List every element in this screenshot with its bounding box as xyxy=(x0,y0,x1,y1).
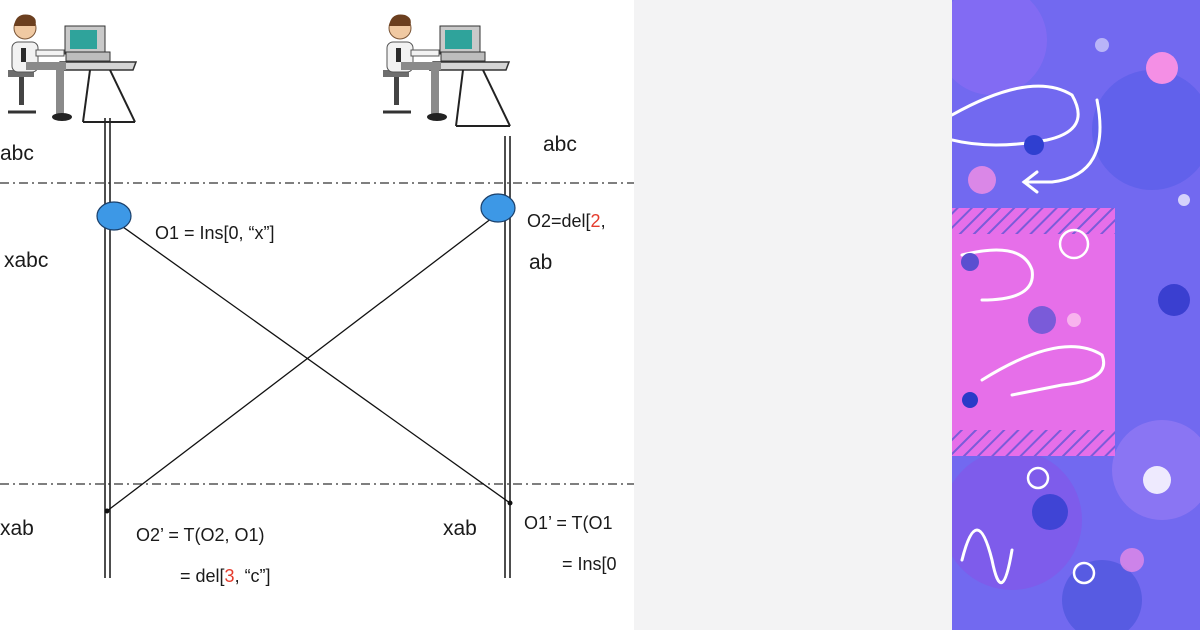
artwork-dots xyxy=(961,38,1190,572)
artwork-blobs xyxy=(952,0,1200,630)
op2-label: O2=del[2, xyxy=(527,211,606,231)
ot-diagram: abc abc xabc ab O1 = Ins[0, “x”] O2=del[… xyxy=(0,14,634,586)
op1-propagation-arrow xyxy=(115,221,511,504)
transformed-op1-line1: O1’ = T(O1 xyxy=(524,513,613,533)
op1-event-marker xyxy=(96,201,132,231)
left-final-state-label: xab xyxy=(0,517,34,540)
left-user-workstation-illustration xyxy=(8,14,138,123)
diagram-lines xyxy=(0,14,634,578)
transformed-op2-highlight-value: 3 xyxy=(224,566,235,586)
op1-arrival-dot xyxy=(507,500,513,506)
artwork-canvas xyxy=(952,0,1200,630)
right-initial-state-label: abc xyxy=(543,133,577,156)
left-after-local-label: xabc xyxy=(4,249,49,272)
abstract-artwork xyxy=(952,0,1200,630)
transformed-op2-line1: O2’ = T(O2, O1) xyxy=(136,525,265,545)
left-initial-state-label: abc xyxy=(0,142,34,165)
artwork-hatch-top xyxy=(952,208,1115,234)
op2-highlight-value: 2 xyxy=(590,211,601,231)
blank-gray-panel xyxy=(634,0,952,630)
artwork-doodles xyxy=(952,84,1105,584)
op2-event-marker xyxy=(480,193,516,223)
artwork-hatch-bottom xyxy=(952,430,1115,456)
artwork-circles xyxy=(1026,228,1096,585)
artwork-pink-panel xyxy=(952,208,1115,456)
transformed-op2-line2: = del[3, “c”] xyxy=(180,566,271,586)
transformed-op1-line2: = Ins[0 xyxy=(562,554,617,574)
right-user-workstation-illustration xyxy=(383,14,511,127)
op2-propagation-arrow xyxy=(106,214,497,512)
right-final-state-label: xab xyxy=(443,517,477,540)
right-after-local-label: ab xyxy=(529,251,553,274)
left-timeline xyxy=(104,118,111,578)
op2-arrival-dot xyxy=(104,508,110,514)
op1-label: O1 = Ins[0, “x”] xyxy=(155,223,275,243)
